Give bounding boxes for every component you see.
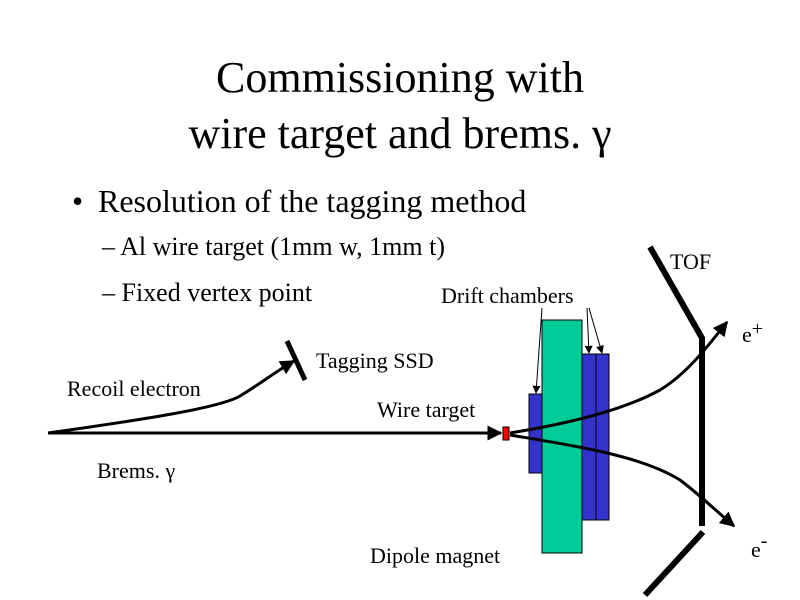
tof-wall-upper — [647, 245, 705, 526]
e-plus-base: e — [742, 322, 752, 347]
sub-bullet-item: – Al wire target (1mm w, 1mm t) — [102, 232, 445, 262]
tof-label: TOF — [670, 249, 712, 274]
tagging-ssd-label: Tagging SSD — [316, 348, 434, 373]
sub-bullet-marker: – — [102, 278, 115, 307]
bullet-text: Resolution of the tagging method — [98, 183, 527, 219]
recoil-electron-track — [47, 359, 296, 435]
title-line-2: wire target and brems. γ — [188, 109, 612, 158]
e-minus-base: e — [751, 537, 761, 562]
sub-bullet-marker: – — [102, 232, 115, 261]
bullet-marker: • — [72, 183, 84, 219]
drift-chamber-pointer-rear-2 — [588, 307, 604, 354]
tagging-ssd — [284, 339, 308, 382]
e-minus-sup: - — [760, 530, 768, 552]
bullet-item: • Resolution of the tagging method — [72, 182, 526, 220]
e-minus-track — [509, 433, 736, 528]
drift-chamber-pointer-rear-1 — [584, 307, 593, 354]
slide-title: Commissioning with wire target and brems… — [0, 50, 800, 162]
tof-wall-lower — [642, 529, 706, 598]
recoil-electron-label: Recoil electron — [67, 376, 201, 401]
dipole-magnet — [541, 319, 583, 554]
sub-bullet-text: Fixed vertex point — [121, 278, 313, 307]
title-line-1: Commissioning with — [216, 53, 584, 102]
wire-target — [502, 426, 510, 441]
sub-bullet-item: – Fixed vertex point — [102, 278, 312, 308]
e-plus-label: e+ — [742, 316, 763, 348]
drift-chamber-rear-2 — [595, 353, 610, 521]
drift-chamber-rear-1 — [581, 353, 597, 521]
wire-target-label: Wire target — [377, 397, 476, 422]
sub-bullet-text: Al wire target (1mm w, 1mm t) — [120, 232, 446, 261]
e-plus-sup: + — [751, 318, 764, 340]
drift-chambers-label: Drift chambers — [441, 283, 574, 308]
drift-chamber-front — [528, 393, 543, 474]
dipole-magnet-label: Dipole magnet — [370, 543, 501, 568]
brems-gamma-label: Brems. γ — [97, 458, 176, 483]
e-minus-label: e- — [751, 528, 767, 563]
drift-chamber-pointer-front — [532, 307, 543, 394]
